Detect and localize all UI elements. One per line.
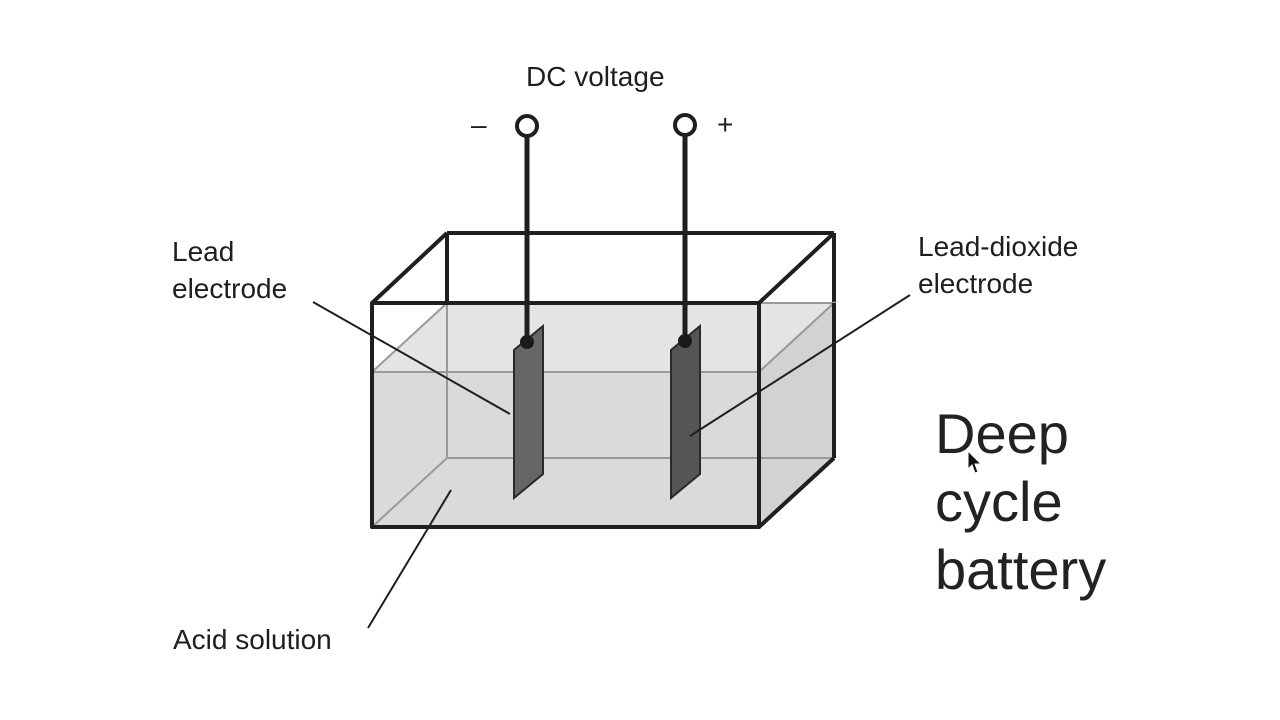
lead-dioxide-electrode-plate <box>670 323 701 501</box>
positive-terminal <box>673 113 697 137</box>
title-line-1: Deep <box>935 402 1069 465</box>
lead-dioxide-leader <box>689 294 911 437</box>
lead-electrode-label-line2: electrode <box>172 273 288 304</box>
arrow-cursor-icon <box>967 449 983 474</box>
title-line-2: cycle <box>935 470 1063 533</box>
lead-dioxide-label-line1: Lead-dioxide <box>918 231 1079 262</box>
acid-solution-leader <box>367 489 452 629</box>
lead-electrode-label: Lead electrode <box>172 233 287 307</box>
positive-sign: + <box>717 109 734 140</box>
lead-dioxide-label-line2: electrode <box>918 268 1034 299</box>
lead-dioxide-electrode-label: Lead-dioxide electrode <box>918 228 1078 302</box>
slide-title: Deep cycle battery <box>935 400 1106 604</box>
leader-lines <box>312 294 911 629</box>
negative-terminal <box>515 114 539 138</box>
acid-solution-volume <box>369 300 837 530</box>
dc-voltage-label: DC voltage <box>526 61 665 92</box>
lead-electrode-label-line1: Lead <box>172 236 235 267</box>
title-line-3: battery <box>935 538 1107 601</box>
lead-electrode-plate <box>513 323 544 501</box>
negative-sign: – <box>471 109 487 140</box>
container-back-edges <box>445 231 836 303</box>
acid-solution-label: Acid solution <box>173 624 332 655</box>
container-front-edges <box>370 231 836 529</box>
lead-electrode-leader <box>312 301 511 415</box>
terminal-wires <box>515 113 697 342</box>
